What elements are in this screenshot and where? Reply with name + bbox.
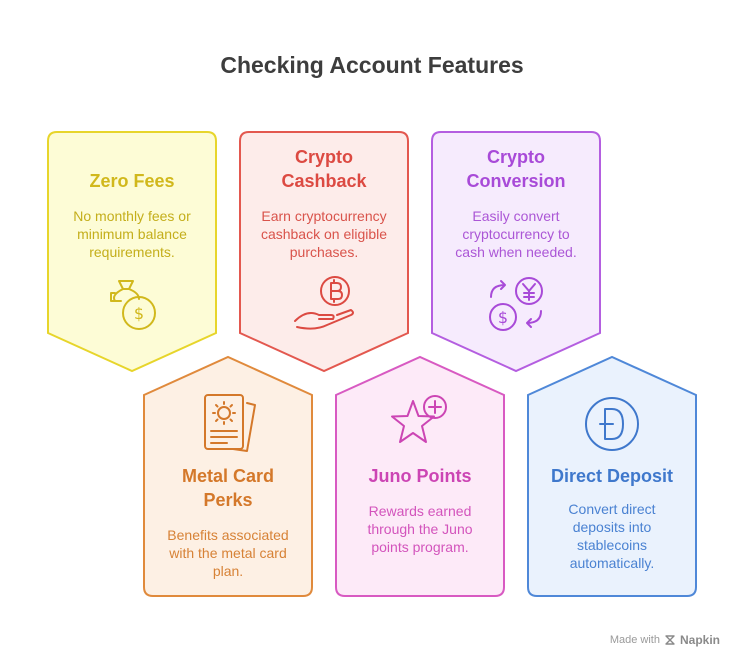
card-heading-line-1: Direct Deposit <box>550 466 674 486</box>
card-heading-line-1: Juno Points <box>368 466 472 486</box>
card-description-line-3: requirements. <box>89 244 175 260</box>
footer-attribution: Made with Napkin <box>610 633 720 647</box>
bitcoin-hand-icon <box>294 276 354 330</box>
card-description-line-1: Convert direct <box>568 501 656 517</box>
card-description-line-1: Earn cryptocurrency <box>261 208 387 224</box>
card-description-line-2: deposits into <box>572 519 652 535</box>
card-metal-card-perks: Metal Card Perks Benefits associated wit… <box>143 355 313 597</box>
money-bag-icon: $ <box>110 280 156 330</box>
card-shape <box>527 355 697 597</box>
card-description-line-3: plan. <box>212 563 244 579</box>
card-shape <box>47 131 217 373</box>
card-shape <box>431 131 601 373</box>
card-description-line-2: with the metal card <box>169 545 287 561</box>
card-description-line-1: Rewards earned <box>368 503 472 519</box>
card-crypto-conversion: Crypto Conversion Easily convert cryptoc… <box>431 131 601 373</box>
star-plus-icon <box>391 395 447 443</box>
card-description-line-4: automatically. <box>569 555 655 571</box>
page-title: Checking Account Features <box>220 52 524 78</box>
card-crypto-cashback: Crypto Cashback Earn cryptocurrency cash… <box>239 131 409 373</box>
metal-card-icon <box>204 394 256 452</box>
card-description-line-1: No monthly fees or <box>73 208 191 224</box>
card-description-line-2: cryptocurrency to <box>462 226 570 242</box>
card-heading-line-1: Crypto <box>295 147 353 167</box>
card-description-line-3: points program. <box>371 539 469 555</box>
card-description-line-2: minimum balance <box>77 226 187 242</box>
card-description-line-1: Easily convert <box>472 208 560 224</box>
card-shape <box>239 131 409 373</box>
card-description-line-3: cash when needed. <box>455 244 577 260</box>
card-heading-line-2: Conversion <box>466 171 566 191</box>
card-juno-points: Juno Points Rewards earned through the J… <box>335 355 505 597</box>
dogecoin-icon <box>585 397 639 451</box>
svg-text:$: $ <box>134 304 144 323</box>
card-description-line-3: purchases. <box>289 244 359 260</box>
card-direct-deposit: Direct Deposit Convert direct deposits i… <box>527 355 697 597</box>
card-heading-line-2: Perks <box>203 490 253 510</box>
card-description-line-2: through the Juno <box>367 521 473 537</box>
card-heading-line-2: Cashback <box>281 171 367 191</box>
card-heading-line-1: Crypto <box>487 147 545 167</box>
footer-made-with: Made with <box>609 634 660 646</box>
card-zero-fees: Zero Fees No monthly fees or minimum bal… <box>47 131 217 373</box>
card-shape <box>335 355 505 597</box>
card-description-line-2: cashback on eligible <box>260 226 388 242</box>
footer-brand: Napkin <box>679 633 720 647</box>
card-shape <box>143 355 313 597</box>
card-description-line-1: Benefits associated <box>167 527 289 543</box>
svg-text:$: $ <box>498 308 508 327</box>
card-heading-line-1: Metal Card <box>181 466 275 486</box>
card-heading-line-1: Zero Fees <box>89 171 175 191</box>
card-description-line-3: stablecoins <box>576 537 648 553</box>
currency-exchange-icon: $ <box>489 277 543 331</box>
napkin-logo-icon <box>665 635 675 645</box>
